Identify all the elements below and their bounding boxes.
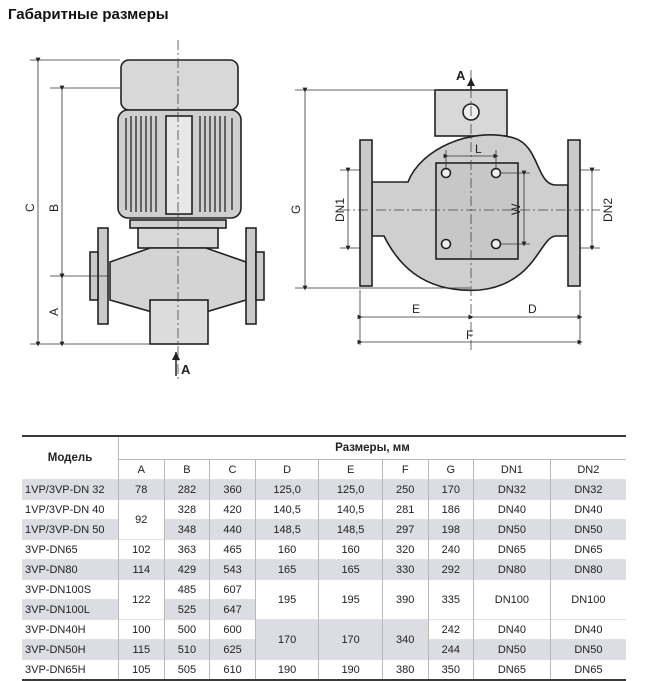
label-b: B [47,204,61,212]
col-dn2: DN2 [549,459,626,480]
table-row: 1VP/3VP-DN 32 78 282 360 125,0 125,0 250… [22,479,626,500]
label-a-top: A [456,68,466,83]
label-a-side: A [47,308,61,316]
col-b: B [163,459,210,480]
sizes-header: Размеры, мм [118,436,626,460]
table-row: 3VP-DN65H 105 505 610 190 190 380 350 DN… [22,659,626,680]
dimension-drawing: C B A A [23,40,615,380]
col-c: C [209,459,256,480]
col-f: F [381,459,428,480]
top-view [359,89,581,292]
label-l: L [475,142,482,156]
label-f: F [466,328,473,342]
page-title: Габаритные размеры [8,6,169,23]
col-e: E [318,459,383,480]
col-d: D [254,459,319,480]
side-view [89,59,265,345]
table-row: 3VP-DN40H 100 500 600 170 170 340 242 DN… [22,619,626,660]
table-row: 3VP-DN50H 115 510 625 244 DN50 DN50 [22,639,626,660]
table-row: 1VP/3VP-DN 50 348 440 148,5 148,5 297 19… [22,519,626,540]
col-dn1: DN1 [473,459,551,480]
label-dn2: DN2 [601,198,615,222]
col-g: G [427,459,474,480]
label-dn1: DN1 [333,198,347,222]
label-d: D [528,302,537,316]
model-header: Модель [47,452,93,464]
col-a: A [118,459,165,480]
table-row: 1VP/3VP-DN 40 92 328 420 140,5 140,5 281… [22,499,626,540]
dimensions-table: Модель Размеры, мм A B C D E F G DN1 DN2… [22,435,626,681]
table-row: 3VP-DN80 114 429 543 165 165 330 292 DN8… [22,559,626,580]
table-row: 3VP-DN65 102 363 465 160 160 320 240 DN6… [22,539,626,560]
label-e: E [412,302,420,316]
table-row: 3VP-DN100S 122 485 607 195 195 390 335 D… [22,579,626,620]
table-row: 3VP-DN100L 525 647 [22,599,626,620]
label-c: C [23,203,37,212]
label-g: G [289,205,303,214]
label-a-arrow: A [181,362,191,377]
label-w: W [509,203,523,215]
